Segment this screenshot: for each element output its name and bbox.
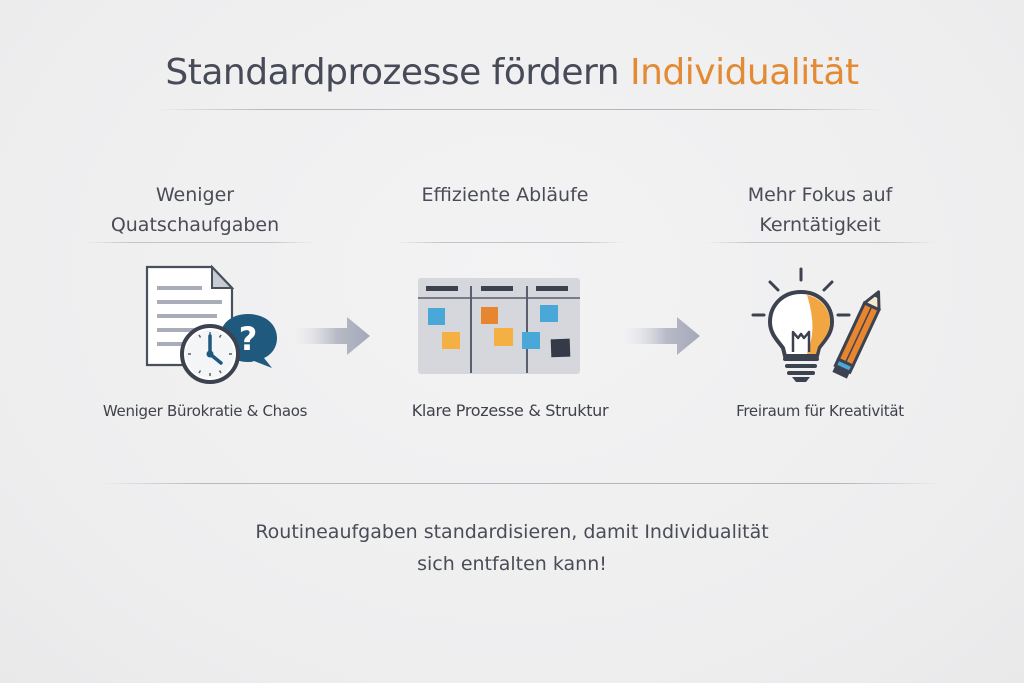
- bottom-divider: [100, 483, 940, 484]
- footer-line-2: sich entfalten kann!: [417, 553, 607, 575]
- svg-text:?: ?: [239, 320, 258, 358]
- column-2-heading-line1: Effiziente Abläufe: [421, 184, 589, 206]
- arrow-right-icon: [295, 317, 370, 355]
- title-main: Standardprozesse fördern: [165, 52, 630, 93]
- column-3-heading-line1: Mehr Fokus auf: [747, 184, 893, 206]
- column-2-heading: Effiziente Abläufe: [395, 180, 615, 210]
- page-title: Standardprozesse fördern Individualität: [0, 52, 1024, 93]
- column-3-caption: Freiraum für Kreativität: [736, 402, 904, 420]
- column-2-divider: [395, 242, 625, 243]
- column-1-heading: Weniger Quatschaufgaben: [95, 180, 295, 240]
- title-accent: Individualität: [629, 52, 859, 93]
- column-3-heading: Mehr Fokus auf Kerntätigkeit: [715, 180, 925, 240]
- kanban-board-icon: [418, 278, 580, 374]
- footer-line-1: Routineaufgaben standardisieren, damit I…: [255, 521, 769, 543]
- arrow-right-icon: [625, 317, 700, 355]
- column-3-divider: [705, 242, 935, 243]
- footer-message: Routineaufgaben standardisieren, damit I…: [0, 516, 1024, 580]
- document-clock-question-icon: ?: [145, 264, 277, 384]
- column-1-divider: [85, 242, 315, 243]
- column-2-caption: Klare Prozesse & Struktur: [411, 401, 609, 420]
- title-divider: [155, 109, 885, 110]
- column-1-heading-line1: Weniger: [155, 184, 235, 206]
- column-3-heading-line2: Kerntätigkeit: [759, 214, 881, 236]
- lightbulb-pencil-icon: [751, 267, 882, 382]
- column-1-heading-line2: Quatschaufgaben: [110, 214, 280, 236]
- column-1-caption: Weniger Bürokratie & Chaos: [102, 402, 308, 420]
